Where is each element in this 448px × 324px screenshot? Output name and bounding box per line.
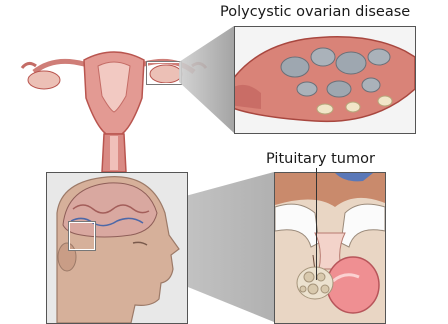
ovary-highlight-box [147,62,181,84]
head-profile-illustration [47,173,187,323]
pituitary-zoom-panel [274,172,386,324]
pcos-label: Polycystic ovarian disease [220,4,410,20]
head-profile-panel [46,172,188,324]
ovary-illustration [235,27,415,133]
pituitary-label: Pituitary tumor [266,151,375,167]
ovary-zoom-panel [234,26,416,134]
uterus-illustration [14,38,214,178]
pituitary-highlight-box [69,222,95,250]
pituitary-tumor-illustration [275,173,385,323]
pituitary-pointer-line [316,168,317,280]
